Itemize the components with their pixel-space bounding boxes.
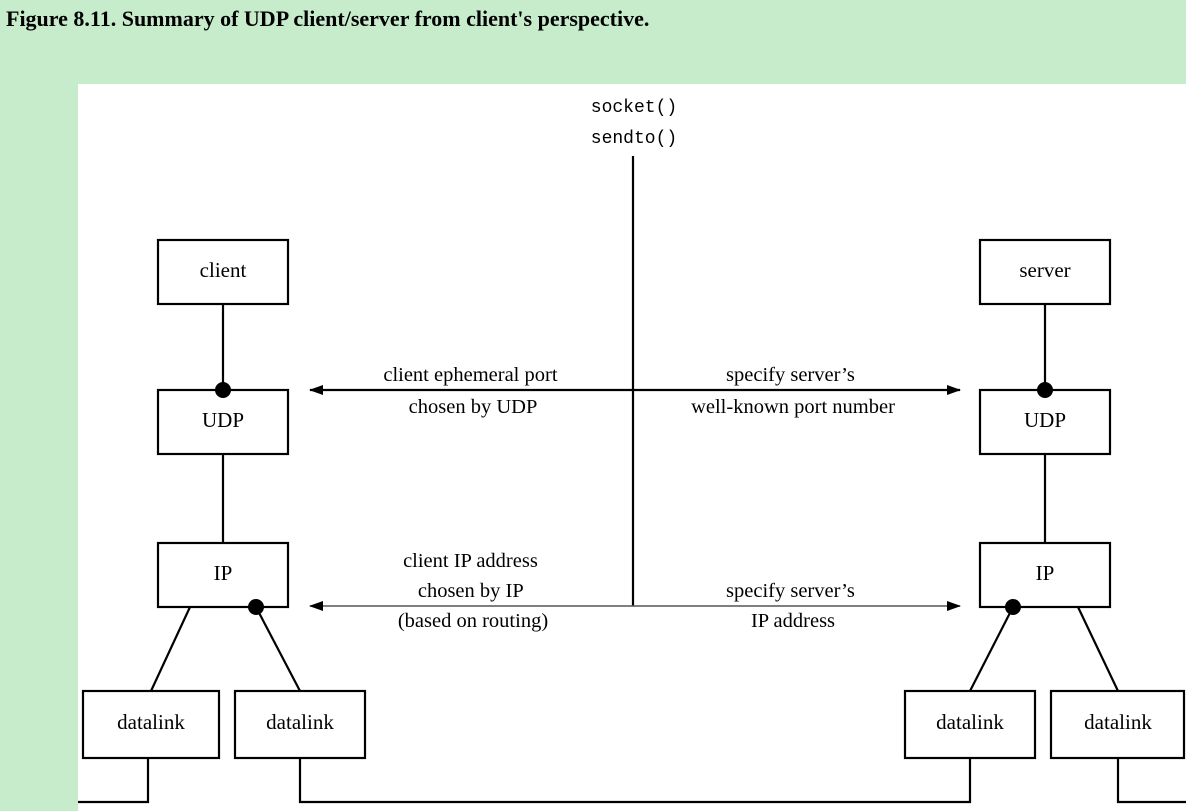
server-port-annotation: specify server’s well-known port number bbox=[691, 364, 895, 418]
client-ip-annotation: client IP address chosen by IP (based on… bbox=[398, 550, 548, 632]
client-ip-dot bbox=[248, 599, 264, 615]
server-ip-datalink-right-line bbox=[1077, 606, 1119, 692]
server-ip-box: IP bbox=[978, 541, 1112, 609]
call-socket: socket() bbox=[591, 98, 677, 118]
server-datalink-right-box: datalink bbox=[1049, 689, 1186, 760]
client-ip-datalink-left-line bbox=[150, 606, 191, 692]
svg-text:IP: IP bbox=[1036, 561, 1055, 585]
svg-text:IP: IP bbox=[214, 561, 233, 585]
svg-text:datalink: datalink bbox=[117, 710, 185, 734]
svg-text:server: server bbox=[1019, 258, 1070, 282]
server-ip-dot bbox=[1005, 599, 1021, 615]
client-app-box: client bbox=[156, 238, 290, 306]
client-left-wire bbox=[78, 758, 150, 804]
client-udp-box: UDP bbox=[156, 388, 290, 456]
server-port-dot bbox=[1037, 382, 1053, 398]
svg-text:UDP: UDP bbox=[1024, 408, 1066, 432]
diagram-panel: socket() sendto() client UDP IP datalink… bbox=[78, 84, 1186, 811]
shared-network-wire bbox=[298, 758, 972, 804]
server-app-box: server bbox=[978, 238, 1112, 306]
client-port-annotation: client ephemeral port chosen by UDP bbox=[383, 364, 562, 418]
svg-text:UDP: UDP bbox=[202, 408, 244, 432]
server-ip-datalink-left-line bbox=[969, 606, 1014, 692]
server-udp-box: UDP bbox=[978, 388, 1112, 456]
svg-text:client: client bbox=[200, 258, 247, 282]
svg-text:datalink: datalink bbox=[1084, 710, 1152, 734]
client-port-dot bbox=[215, 382, 231, 398]
call-sendto: sendto() bbox=[591, 129, 677, 149]
server-datalink-left-box: datalink bbox=[903, 689, 1037, 760]
svg-text:datalink: datalink bbox=[936, 710, 1004, 734]
client-datalink-left-box: datalink bbox=[81, 689, 221, 760]
server-ip-annotation: specify server’s IP address bbox=[726, 580, 860, 632]
figure-caption: Figure 8.11. Summary of UDP client/serve… bbox=[6, 6, 650, 31]
server-right-wire bbox=[1116, 758, 1186, 804]
client-ip-datalink-right-line bbox=[255, 606, 301, 692]
udp-diagram: socket() sendto() client UDP IP datalink… bbox=[78, 98, 1186, 804]
client-datalink-right-box: datalink bbox=[233, 689, 367, 760]
svg-text:datalink: datalink bbox=[266, 710, 334, 734]
client-ip-box: IP bbox=[156, 541, 290, 609]
